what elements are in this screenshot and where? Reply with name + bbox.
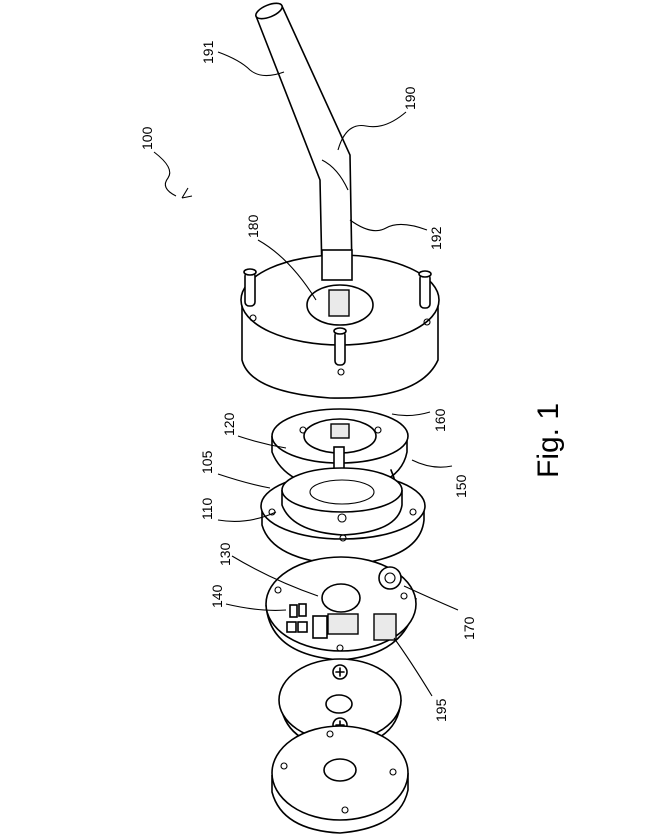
label-192: 192 [428, 226, 444, 250]
plate-disc [261, 468, 425, 565]
label-160: 160 [432, 408, 448, 432]
label-190: 190 [402, 86, 418, 110]
label-150: 150 [453, 474, 469, 498]
label-100: 100 [139, 126, 155, 150]
shaft [254, 0, 352, 278]
figure-caption: Fig. 1 [532, 403, 565, 478]
label-191: 191 [200, 40, 216, 64]
housing [241, 250, 439, 398]
label-110: 110 [199, 497, 215, 520]
label-105: 105 [199, 450, 215, 474]
label-170: 170 [461, 616, 477, 640]
label-180: 180 [245, 214, 261, 238]
label-195: 195 [433, 698, 449, 722]
label-140: 140 [209, 584, 225, 608]
label-120: 120 [221, 412, 237, 436]
pcb [266, 557, 416, 660]
label-130: 130 [217, 542, 233, 566]
base-plate [272, 726, 408, 833]
